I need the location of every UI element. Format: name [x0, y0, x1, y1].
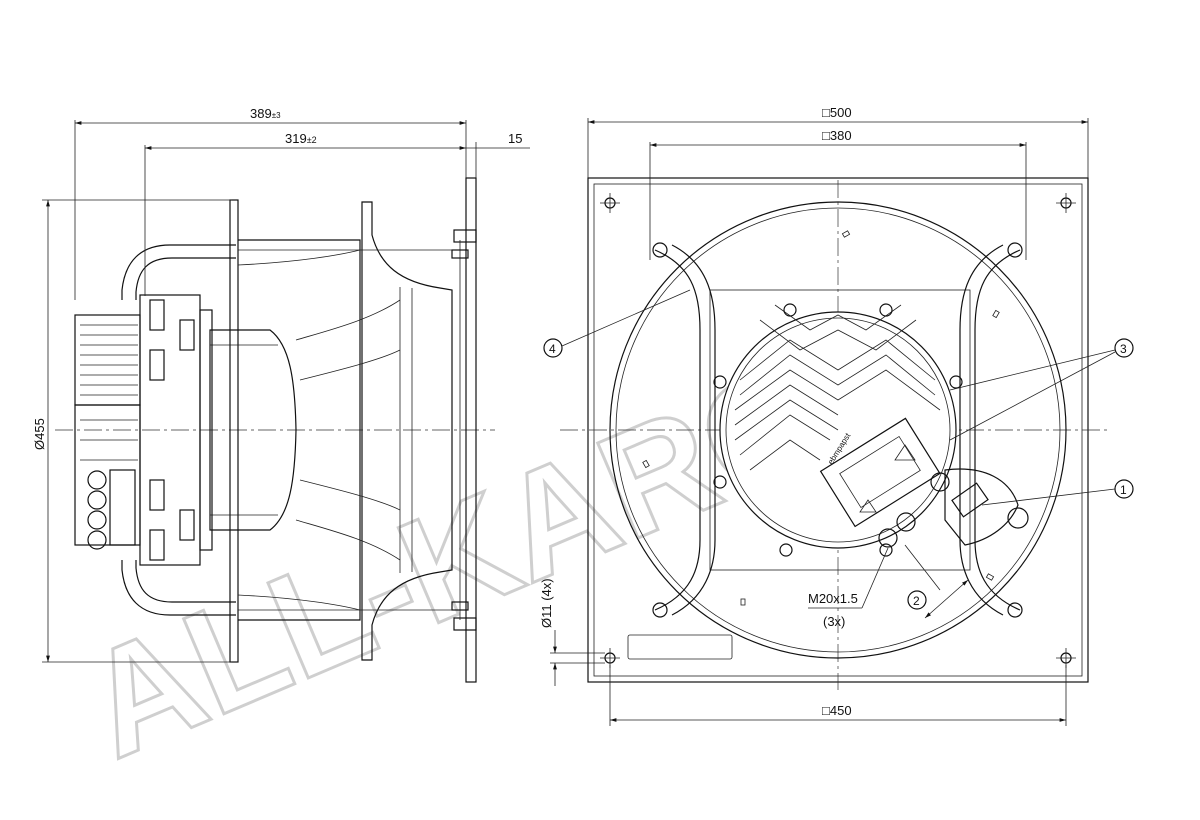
front-housing-screws: [713, 303, 963, 557]
front-view: ebmpapst □500 □380: [539, 105, 1134, 726]
side-mounting-plate: [465, 177, 477, 683]
svg-text:2: 2: [913, 594, 920, 608]
gland-label-size: M20x1.5: [808, 591, 858, 606]
side-impeller-disc: [229, 199, 239, 663]
mounting-holes: [600, 193, 1076, 668]
side-flange-bolts: [149, 299, 195, 561]
dim-body-length: 319±2: [285, 131, 317, 146]
dim-holes: □450: [822, 703, 852, 718]
front-terminal-box: [819, 417, 941, 528]
front-ring-slots: [642, 230, 1000, 606]
hole-label: Ø11 (4x): [539, 578, 554, 628]
gland-label-count: (3x): [823, 614, 845, 629]
dim-flange: 15: [508, 131, 522, 146]
side-support-strut-bottom: [121, 560, 236, 616]
svg-text:4: 4: [549, 342, 556, 356]
dim-diameter: Ø455: [32, 418, 47, 450]
front-strut-frame: [709, 289, 971, 571]
side-view: 389±3 319±2 15 Ø455: [32, 106, 530, 683]
svg-text:3: 3: [1120, 342, 1127, 356]
svg-text:1: 1: [1120, 483, 1127, 497]
side-motor-hub: [209, 329, 297, 531]
front-nozzle-outer: [609, 201, 1067, 659]
callout-3: 3: [949, 338, 1134, 441]
front-cable-connector: [944, 468, 1019, 546]
front-label-plate: [627, 634, 733, 660]
dim-overall-length: 389±3: [250, 106, 281, 121]
dim-plate: □500: [822, 105, 852, 120]
callout-1: 1: [981, 479, 1134, 506]
front-support-struts: [652, 242, 1023, 618]
side-cable-glands: [87, 469, 136, 550]
side-support-strut-top: [121, 244, 236, 300]
side-inlet-nozzle: [361, 201, 453, 661]
front-cable-glands: [878, 468, 1029, 548]
side-cooling-fins: [74, 314, 141, 546]
front-cooling-ribs: [734, 304, 941, 471]
dim-inner: □380: [822, 128, 852, 143]
callout-2: 2: [907, 590, 927, 610]
callout-4: 4: [543, 289, 691, 358]
